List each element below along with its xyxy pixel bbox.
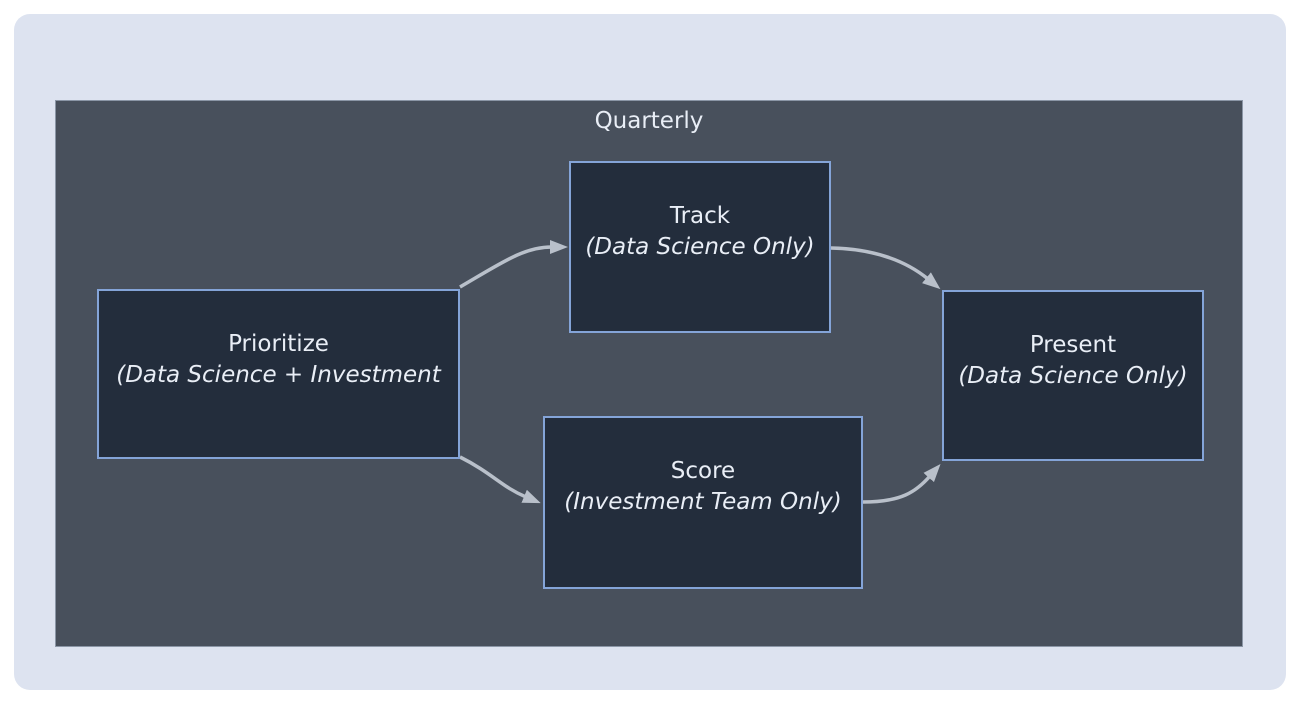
node-track: Track (Data Science Only): [569, 161, 831, 333]
node-sublabel: (Data Science + Investment: [116, 362, 441, 388]
node-score-text: Score (Investment Team Only): [545, 456, 861, 518]
node-label: Track: [669, 203, 731, 229]
node-prioritize-text: Prioritize (Data Science + Investment: [99, 329, 458, 391]
node-label: Present: [1029, 332, 1117, 358]
edge-prioritize-track: [459, 240, 568, 289]
edge-score-present: [862, 463, 941, 504]
edge-track-present: [830, 246, 941, 290]
cluster-title: Quarterly: [594, 108, 704, 134]
node-sublabel: (Data Science Only): [958, 363, 1188, 389]
quarterly-cluster: Quarterly Prioritize (Data Science + Inv…: [55, 100, 1243, 647]
node-score: Score (Investment Team Only): [543, 416, 863, 589]
node-track-text: Track (Data Science Only): [571, 201, 829, 263]
diagram-background: Quarterly Prioritize (Data Science + Inv…: [14, 14, 1286, 690]
node-present: Present (Data Science Only): [942, 290, 1204, 461]
edge-prioritize-score: [459, 455, 541, 504]
node-label: Score: [670, 458, 736, 484]
node-present-text: Present (Data Science Only): [944, 330, 1202, 392]
node-sublabel: (Data Science Only): [585, 234, 815, 260]
node-sublabel: (Investment Team Only): [564, 489, 842, 515]
node-label: Prioritize: [228, 331, 329, 357]
node-prioritize: Prioritize (Data Science + Investment: [97, 289, 460, 459]
